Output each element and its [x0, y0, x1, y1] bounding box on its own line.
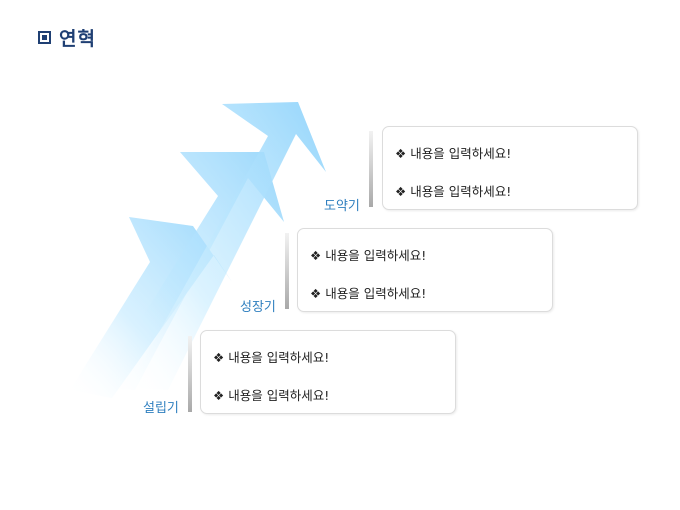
stage-label-founding: 설립기	[143, 401, 179, 416]
square-bullet-icon	[38, 31, 51, 44]
diamond-bullet-icon: ❖	[310, 248, 322, 263]
stage-box-leap: ❖내용을 입력하세요! ❖내용을 입력하세요!	[382, 126, 638, 210]
stage-box-founding: ❖내용을 입력하세요! ❖내용을 입력하세요!	[200, 330, 456, 414]
stage-divider	[369, 131, 373, 207]
up-right-arrow-icon	[128, 102, 326, 390]
stage-divider	[188, 336, 192, 412]
stage-label-leap: 도약기	[324, 199, 360, 214]
list-item: ❖내용을 입력하세요!	[213, 350, 330, 365]
diamond-bullet-icon: ❖	[395, 184, 407, 199]
diamond-bullet-icon: ❖	[310, 286, 322, 301]
list-item: ❖내용을 입력하세요!	[395, 146, 512, 161]
list-item: ❖내용을 입력하세요!	[310, 286, 427, 301]
stage-divider	[285, 233, 289, 309]
up-right-arrow-icon	[98, 152, 284, 390]
diamond-bullet-icon: ❖	[213, 388, 225, 403]
stage-label-growth: 성장기	[240, 300, 276, 315]
page-title-text: 연혁	[59, 28, 96, 50]
page-title: 연혁	[38, 24, 96, 51]
list-item: ❖내용을 입력하세요!	[213, 388, 330, 403]
stage-box-growth: ❖내용을 입력하세요! ❖내용을 입력하세요!	[297, 228, 553, 312]
diamond-bullet-icon: ❖	[213, 350, 225, 365]
diamond-bullet-icon: ❖	[395, 146, 407, 161]
list-item: ❖내용을 입력하세요!	[310, 248, 427, 263]
list-item: ❖내용을 입력하세요!	[395, 184, 512, 199]
